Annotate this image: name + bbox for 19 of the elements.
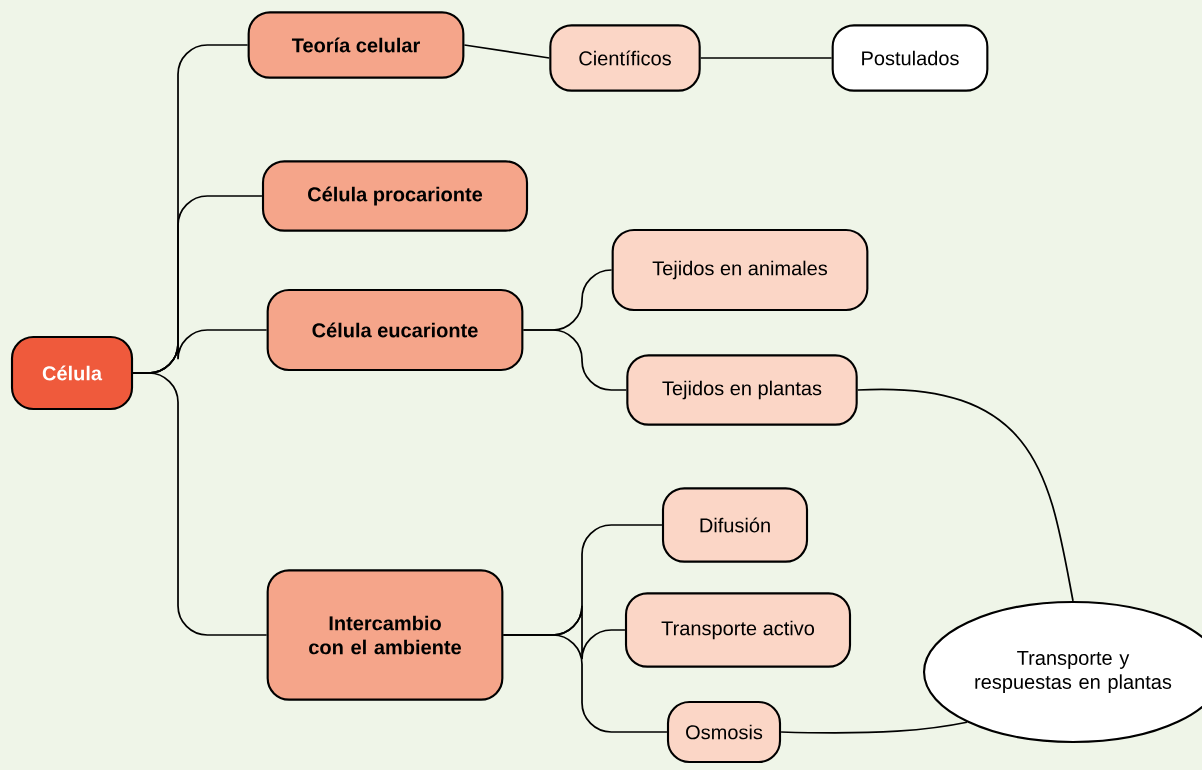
connector-line xyxy=(856,388,1074,602)
concept-bubble: Transporte activo xyxy=(624,592,852,668)
connector-line xyxy=(699,57,833,59)
concept-bubble: Osmosis xyxy=(666,700,782,764)
concept-bubble: Teoría celular xyxy=(247,11,465,79)
concept-bubble: Intercambio con el ambiente xyxy=(266,569,504,701)
concept-bubble: Postulados xyxy=(831,24,989,92)
concept-bubble: Célula eucarionte xyxy=(266,288,524,372)
connector-line xyxy=(502,634,668,733)
connector-line xyxy=(780,721,968,734)
concept-bubble: Célula procarionte xyxy=(261,160,529,232)
concept-bubble: Científicos xyxy=(549,24,701,92)
connector-line xyxy=(522,329,628,391)
connector-line xyxy=(463,44,551,59)
concept-bubble: Difusión xyxy=(661,487,809,563)
concept-bubble: Tejidos en plantas xyxy=(626,354,858,426)
concept-bubble: Célula xyxy=(10,335,134,411)
connector-line xyxy=(132,372,268,636)
concept-bubble: Tejidos en animales xyxy=(611,228,869,312)
